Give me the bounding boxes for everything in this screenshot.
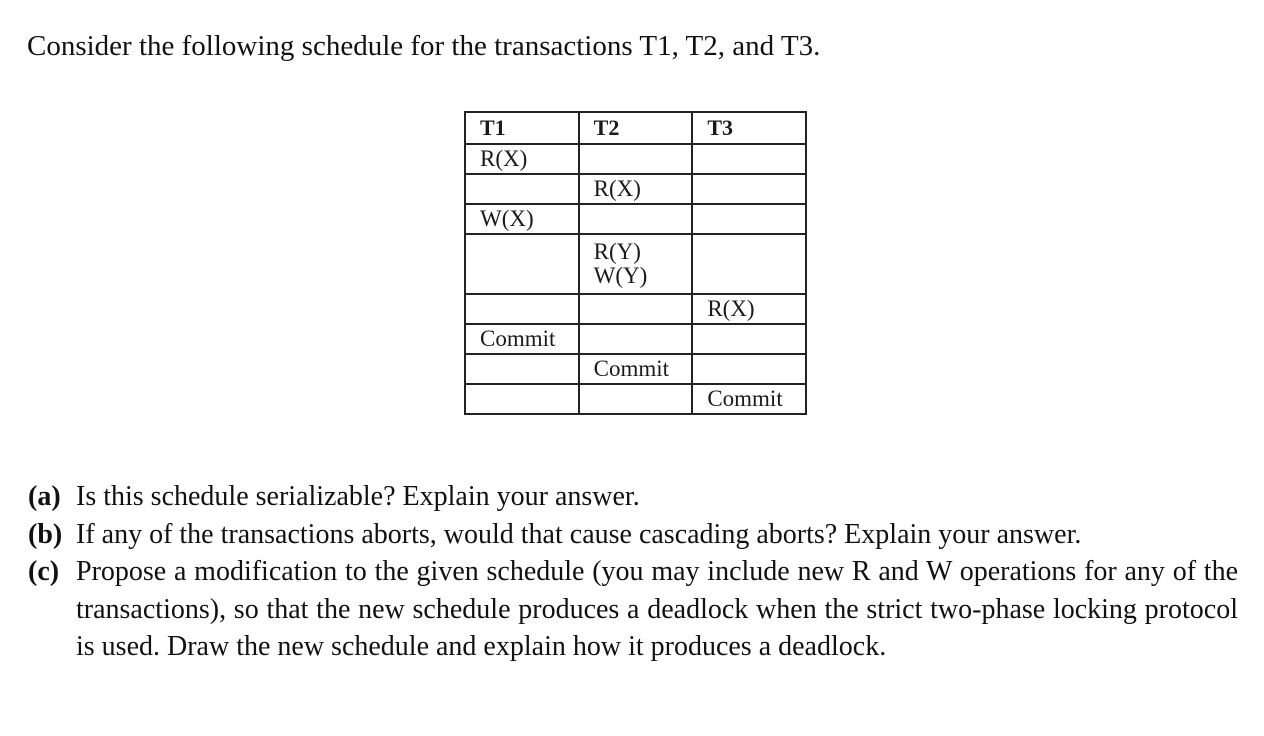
cell-t1: W(X) [464,203,580,235]
cell-t1: Commit [464,323,580,355]
operation: Commit [707,386,783,411]
operation: W(X) [480,206,534,231]
operation: W(Y) [593,263,648,288]
header-t2: T2 [577,111,694,145]
operation: R(X) [480,146,528,171]
question-a: (a) Is this schedule serializable? Expla… [28,478,1238,516]
cell-t3: Commit [691,383,807,415]
operation: Commit [593,356,670,381]
operation: Commit [480,326,556,351]
cell-t2 [577,293,694,325]
cell-t3 [691,323,807,355]
question-b: (b) If any of the transactions aborts, w… [28,516,1238,554]
question-c: (c) Propose a modification to the given … [28,553,1238,666]
schedule-row: Commit [464,323,807,355]
cell-t1: R(X) [464,143,580,175]
schedule-table: T1 T2 T3 R(X) R(X) W(X) R(Y) W(Y) [464,111,807,415]
cell-t2: R(X) [577,173,694,205]
cell-t2: Commit [577,353,694,385]
schedule-row: R(X) [464,173,807,205]
intro-text: Consider the following schedule for the … [27,30,821,62]
cell-t3 [691,353,807,385]
question-label: (b) [28,518,63,550]
cell-t3 [691,233,807,295]
schedule-row: R(Y) W(Y) [464,233,807,295]
schedule-row: W(X) [464,203,807,235]
operation: R(X) [593,176,641,201]
schedule-row: R(X) [464,143,807,175]
cell-t2 [577,383,694,415]
schedule-row: Commit [464,353,807,385]
cell-t1 [464,173,580,205]
question-label: (c) [28,556,60,587]
schedule-row: Commit [464,383,807,415]
header-t3: T3 [691,111,807,145]
cell-t2 [577,323,694,355]
questions-list: (a) Is this schedule serializable? Expla… [28,478,1238,666]
question-text: Propose a modification to the given sche… [76,556,1238,662]
cell-t1 [464,233,580,295]
cell-t3: R(X) [691,293,807,325]
cell-t2 [577,143,694,175]
cell-t3 [691,203,807,235]
cell-t1 [464,383,580,415]
operation: R(Y) [593,239,641,264]
schedule-row: R(X) [464,293,807,325]
header-t1: T1 [464,111,580,145]
cell-t3 [691,143,807,175]
operation: R(X) [707,296,755,321]
cell-t1 [464,353,580,385]
cell-t1 [464,293,580,325]
cell-t2: R(Y) W(Y) [577,233,694,295]
question-label: (a) [28,481,61,512]
question-text: Is this schedule serializable? Explain y… [76,481,640,512]
schedule-header-row: T1 T2 T3 [464,111,807,145]
cell-t2 [577,203,694,235]
cell-t3 [691,173,807,205]
question-text: If any of the transactions aborts, would… [76,518,1082,550]
